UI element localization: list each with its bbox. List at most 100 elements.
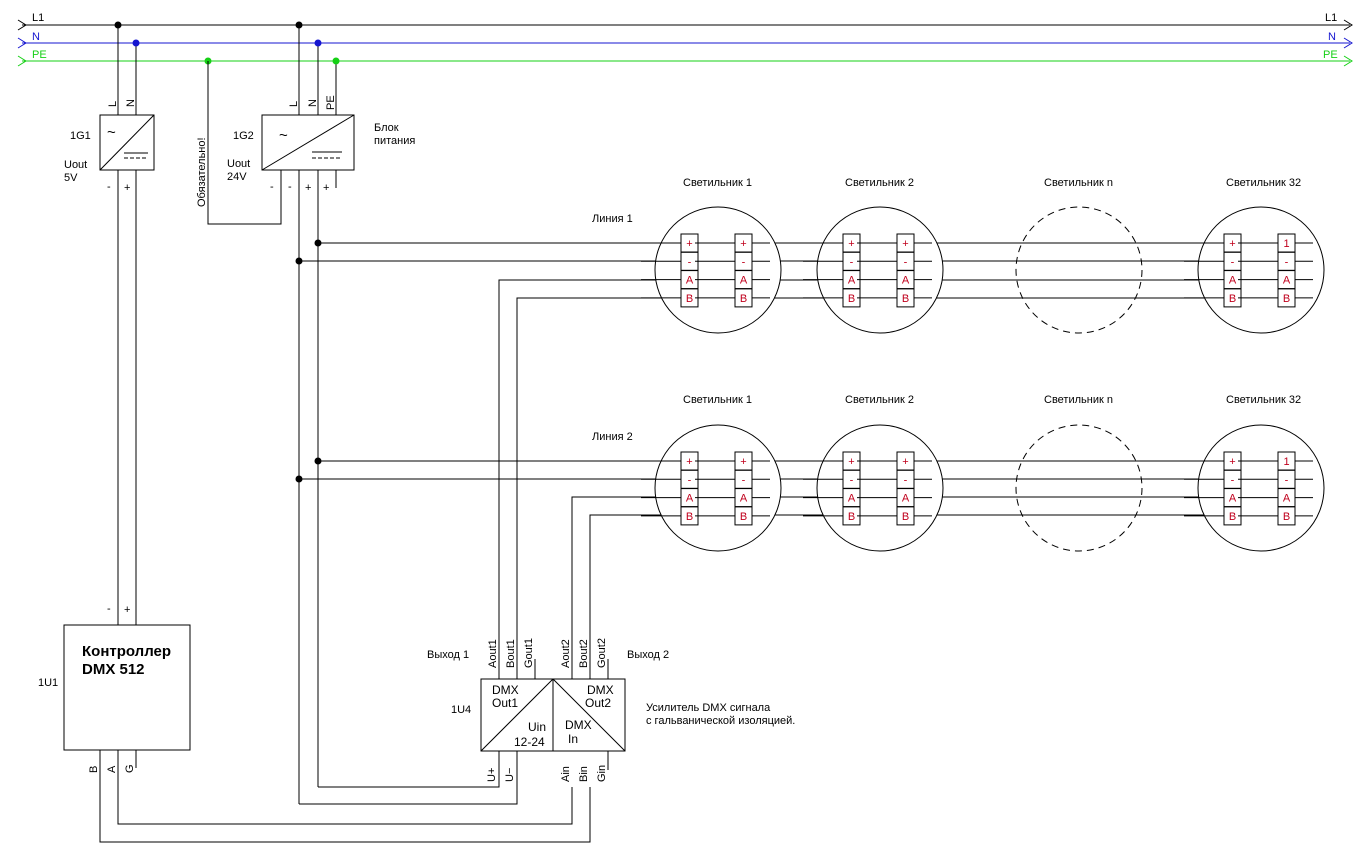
terminal-label: -: [904, 256, 908, 268]
bus-n-arrow-left: [17, 37, 27, 49]
fixture-circle: [816, 206, 944, 334]
junction-dot: [295, 257, 303, 265]
fixture-name: Светильник 32: [1226, 394, 1301, 406]
terminal-label: +: [1229, 456, 1235, 468]
mandatory-label: Обязательно!: [196, 137, 208, 207]
terminal-label: 1: [1283, 238, 1289, 250]
terminal-label: B: [848, 511, 855, 523]
terminal-label: -: [688, 256, 692, 268]
amp-dmx-in-1: DMX: [565, 718, 592, 732]
junction-dot: [295, 21, 303, 29]
psu1-voltage: 5V: [64, 172, 78, 184]
fixture-name: Светильник 1: [683, 177, 752, 189]
amp-pin-gout2: Gout2: [596, 638, 608, 668]
psu2-voltage: 24V: [227, 171, 247, 183]
bus-pe-label-right: PE: [1323, 49, 1338, 61]
psu1-pin-l: L: [107, 101, 119, 107]
terminal-label: A: [1283, 493, 1291, 505]
terminal-label: B: [848, 293, 855, 305]
line-2-label: Линия 2: [592, 431, 633, 443]
psu2-id: 1G2: [233, 130, 254, 142]
bus-pe-arrow-left: [17, 55, 27, 67]
fixture-name: Светильник 2: [845, 177, 914, 189]
psu1-uout: Uout: [64, 159, 87, 171]
terminal-label: -: [850, 256, 854, 268]
junction-dot: [114, 21, 122, 29]
bus-l1-arrow-right: [1343, 19, 1353, 31]
terminal-label: +: [902, 456, 908, 468]
fixture-circle: [654, 206, 782, 334]
amp-caption-1: Усилитель DMX сигнала: [646, 702, 771, 714]
terminal-label: +: [1229, 238, 1235, 250]
terminal-label: A: [1283, 275, 1291, 287]
bus-pe-label-left: PE: [32, 49, 47, 61]
terminal-label: +: [740, 456, 746, 468]
terminal-label: -: [904, 474, 908, 486]
psu-1g2: L N PE ~ 1G2 Uout 24V Блок питания - - +…: [196, 21, 415, 804]
terminal-label: B: [1283, 293, 1290, 305]
terminal-label: -: [1285, 474, 1289, 486]
terminal-label: B: [1229, 293, 1236, 305]
amp-pin-ain: Ain: [560, 766, 572, 782]
terminal-label: -: [1231, 474, 1235, 486]
terminal-label: +: [740, 238, 746, 250]
junction-dot: [132, 39, 140, 47]
amp-pin-bout1: Bout1: [505, 639, 517, 668]
amp-dmx-out1-2: Out1: [492, 696, 518, 710]
terminal-label: +: [686, 238, 692, 250]
controller-box: [63, 624, 191, 751]
fixture-placeholder-circle: [1015, 206, 1143, 334]
amp-dmx-in-2: In: [568, 732, 578, 746]
controller-1u1: Контроллер DMX 512 1U1 - + B A G: [38, 603, 591, 843]
terminal-label: A: [1229, 493, 1237, 505]
terminal-label: -: [1231, 256, 1235, 268]
terminal-label: B: [740, 293, 747, 305]
terminal-label: +: [848, 238, 854, 250]
bus-n-label-right: N: [1328, 31, 1336, 43]
fixture-name: Светильник 1: [683, 394, 752, 406]
amp-id: 1U4: [451, 704, 471, 716]
terminal-label: A: [848, 275, 856, 287]
controller-pin-a: A: [106, 765, 118, 773]
amp-uin-2: 12-24: [514, 735, 545, 749]
amp-pin-aout2: Aout2: [560, 639, 572, 668]
fixture-circle: [1197, 424, 1325, 552]
psu1-pin-n: N: [125, 99, 137, 107]
terminal-label: A: [740, 275, 748, 287]
terminal-label: +: [848, 456, 854, 468]
terminal-label: B: [902, 293, 909, 305]
psu1-out-plus: +: [124, 182, 130, 194]
line-1-label: Линия 1: [592, 213, 633, 225]
terminal-label: A: [686, 275, 694, 287]
amp-dmx-out2-2: Out2: [585, 696, 611, 710]
terminal-label: +: [902, 238, 908, 250]
amp-pin-uplus: U+: [486, 768, 498, 782]
amp-out1-label: Выход 1: [427, 649, 469, 661]
terminal-label: A: [902, 493, 910, 505]
junction-dot: [314, 239, 322, 247]
controller-title-1: Контроллер: [82, 643, 171, 660]
amplifier-1u4: DMX Out1 DMX Out2 Uin 12-24 DMX In 1U4 У…: [299, 638, 795, 805]
controller-title-2: DMX 512: [82, 661, 145, 678]
psu2-out-plus-2: +: [323, 182, 329, 194]
controller-pin-minus: -: [107, 603, 111, 615]
junction-dot: [314, 457, 322, 465]
terminal-label: A: [686, 493, 694, 505]
amp-dmx-out1-1: DMX: [492, 683, 519, 697]
psu1-id: 1G1: [70, 130, 91, 142]
psu2-ac-symbol: ~: [279, 127, 288, 144]
amp-caption-2: с гальванической изоляцией.: [646, 715, 795, 727]
controller-pin-plus: +: [124, 604, 130, 616]
terminal-label: A: [848, 493, 856, 505]
psu1-out-minus: -: [107, 181, 111, 193]
terminal-label: -: [742, 256, 746, 268]
terminal-label: A: [1229, 275, 1237, 287]
terminal-label: -: [688, 474, 692, 486]
junction-dot: [295, 475, 303, 483]
amp-pin-gout1: Gout1: [523, 638, 535, 668]
terminal-label: +: [686, 456, 692, 468]
terminal-label: -: [850, 474, 854, 486]
